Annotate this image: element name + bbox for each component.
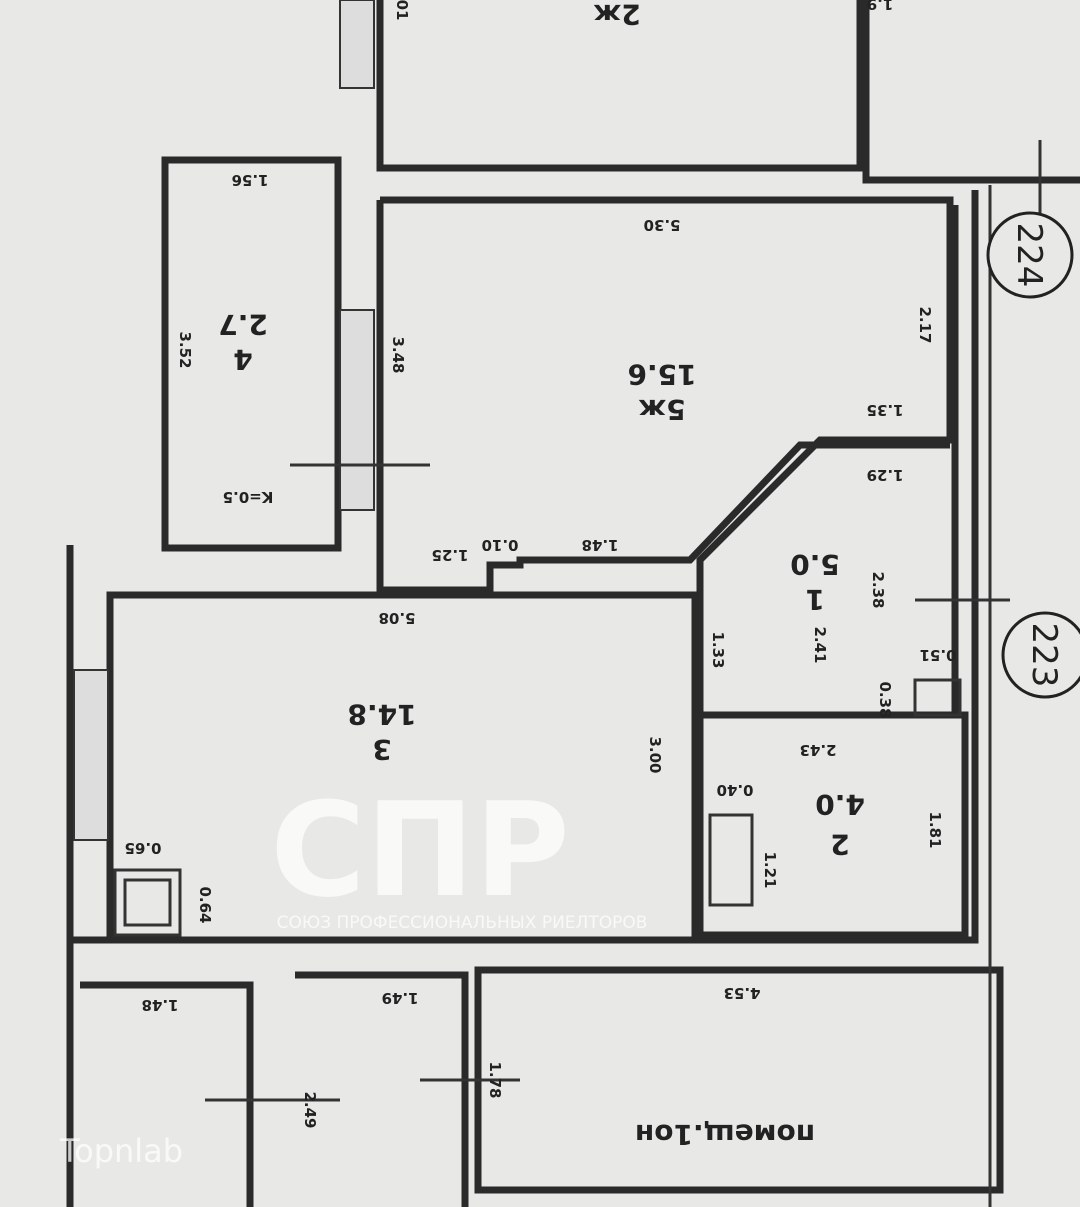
dimension: 1.9 (867, 0, 894, 13)
room-label: 4 (233, 343, 252, 376)
dimension: 2.17 (916, 306, 934, 343)
room-area: 5.0 (790, 548, 840, 581)
dimension: 0.64 (196, 886, 214, 923)
room-label: 2 (830, 828, 849, 861)
room-label: 2ж (593, 0, 640, 31)
dimension: 1.21 (761, 851, 779, 888)
dimension: 5.08 (378, 609, 415, 627)
room-labels: 2ж 2.7 4 15.6 5ж 5.0 1 14.8 3 4.0 2 поме… (218, 0, 865, 1151)
marker-224-label: 224 (1009, 223, 1049, 288)
dimension: 3.48 (389, 336, 407, 373)
shaft-inner (123, 878, 172, 927)
window (73, 669, 109, 841)
walls (66, 0, 1080, 1207)
room-area: 2.7 (218, 308, 268, 341)
dimension: 1.29 (866, 466, 903, 484)
dimension: 1.49 (381, 989, 418, 1007)
dimension: 3.00 (646, 736, 664, 773)
dimension: 3.52 (176, 331, 194, 368)
dimension: 2.38 (869, 571, 887, 608)
window (339, 0, 375, 89)
dimension: 1.33 (709, 631, 727, 668)
room-label: помещ.1он (635, 1118, 815, 1151)
room-label: 3 (372, 733, 391, 766)
dimension: 0.40 (716, 781, 753, 799)
room-label: 1 (805, 583, 824, 616)
dimension: 2.43 (799, 741, 836, 759)
dimension: 1.48 (141, 996, 178, 1014)
dimension: 5.30 (643, 216, 680, 234)
watermark-caption: СОЮЗ ПРОФЕССИОНАЛЬНЫХ РИЕЛТОРОВ (277, 913, 648, 933)
dimension: 1.56 (231, 171, 268, 189)
room-label: 5ж (638, 393, 685, 426)
window (339, 309, 375, 511)
room-area: 14.8 (347, 698, 416, 731)
dimension-labels: 01 1.9 1.56 5.30 2.17 3.52 3.48 K=0.5 1.… (124, 0, 956, 1129)
dimension: 0.38 (876, 681, 894, 718)
dimension: 0.65 (124, 839, 161, 857)
dimension: 0.51 (919, 646, 956, 664)
dimension: 2.41 (811, 626, 829, 663)
shaft (913, 678, 962, 717)
room-area: 15.6 (627, 358, 696, 391)
marker-224 (986, 211, 1074, 299)
dimension: 1.35 (866, 401, 903, 419)
dimension: 4.53 (723, 984, 760, 1002)
marker-223-label: 223 (1024, 623, 1064, 688)
dimension: 1.25 (431, 546, 468, 564)
dimension: 01 (393, 0, 411, 20)
dimension: 1.78 (486, 1061, 504, 1098)
shaft (113, 868, 182, 937)
bathtub (708, 813, 754, 907)
dimension: 0.10 (481, 536, 518, 554)
room-area: 4.0 (815, 788, 865, 821)
dimension: 1.48 (581, 536, 618, 554)
watermark-brand: Topnlab (59, 1132, 183, 1170)
marker-223 (1001, 611, 1080, 699)
dimension: 2.49 (301, 1091, 319, 1128)
watermark-logo: СПР (270, 774, 569, 926)
dimension: K=0.5 (223, 488, 274, 506)
dimension: 1.81 (926, 811, 944, 848)
